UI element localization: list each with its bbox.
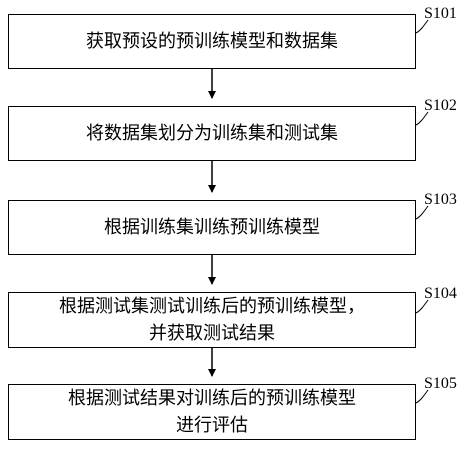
- step-label-s103: S103: [424, 191, 457, 208]
- step-label-s105: S105: [424, 375, 457, 392]
- leader-line-s105: [415, 389, 429, 404]
- leader-line-s101: [415, 19, 429, 34]
- step-text-s103: 根据训练集训练预训练模型: [104, 217, 320, 238]
- step-label-s101: S101: [424, 5, 457, 22]
- step-box-s104: 根据测试集测试训练后的预训练模型， 并获取测试结果: [8, 292, 416, 348]
- leader-line-s104: [415, 299, 429, 314]
- leader-line-s102: [415, 111, 429, 126]
- step-box-s102: 将数据集划分为训练集和测试集: [8, 106, 416, 161]
- step-text-s101: 获取预设的预训练模型和数据集: [86, 31, 338, 52]
- step-text-s102: 将数据集划分为训练集和测试集: [86, 123, 338, 144]
- step-box-s101: 获取预设的预训练模型和数据集: [8, 14, 416, 69]
- step-box-s103: 根据训练集训练预训练模型: [8, 200, 416, 255]
- step-label-s102: S102: [424, 97, 457, 114]
- step-label-s104: S104: [424, 285, 457, 302]
- leader-line-s103: [415, 205, 429, 220]
- step-text-s104: 根据测试集测试训练后的预训练模型， 并获取测试结果: [59, 296, 365, 344]
- step-text-s105: 根据测试结果对训练后的预训练模型 进行评估: [68, 388, 356, 436]
- step-box-s105: 根据测试结果对训练后的预训练模型 进行评估: [8, 384, 416, 440]
